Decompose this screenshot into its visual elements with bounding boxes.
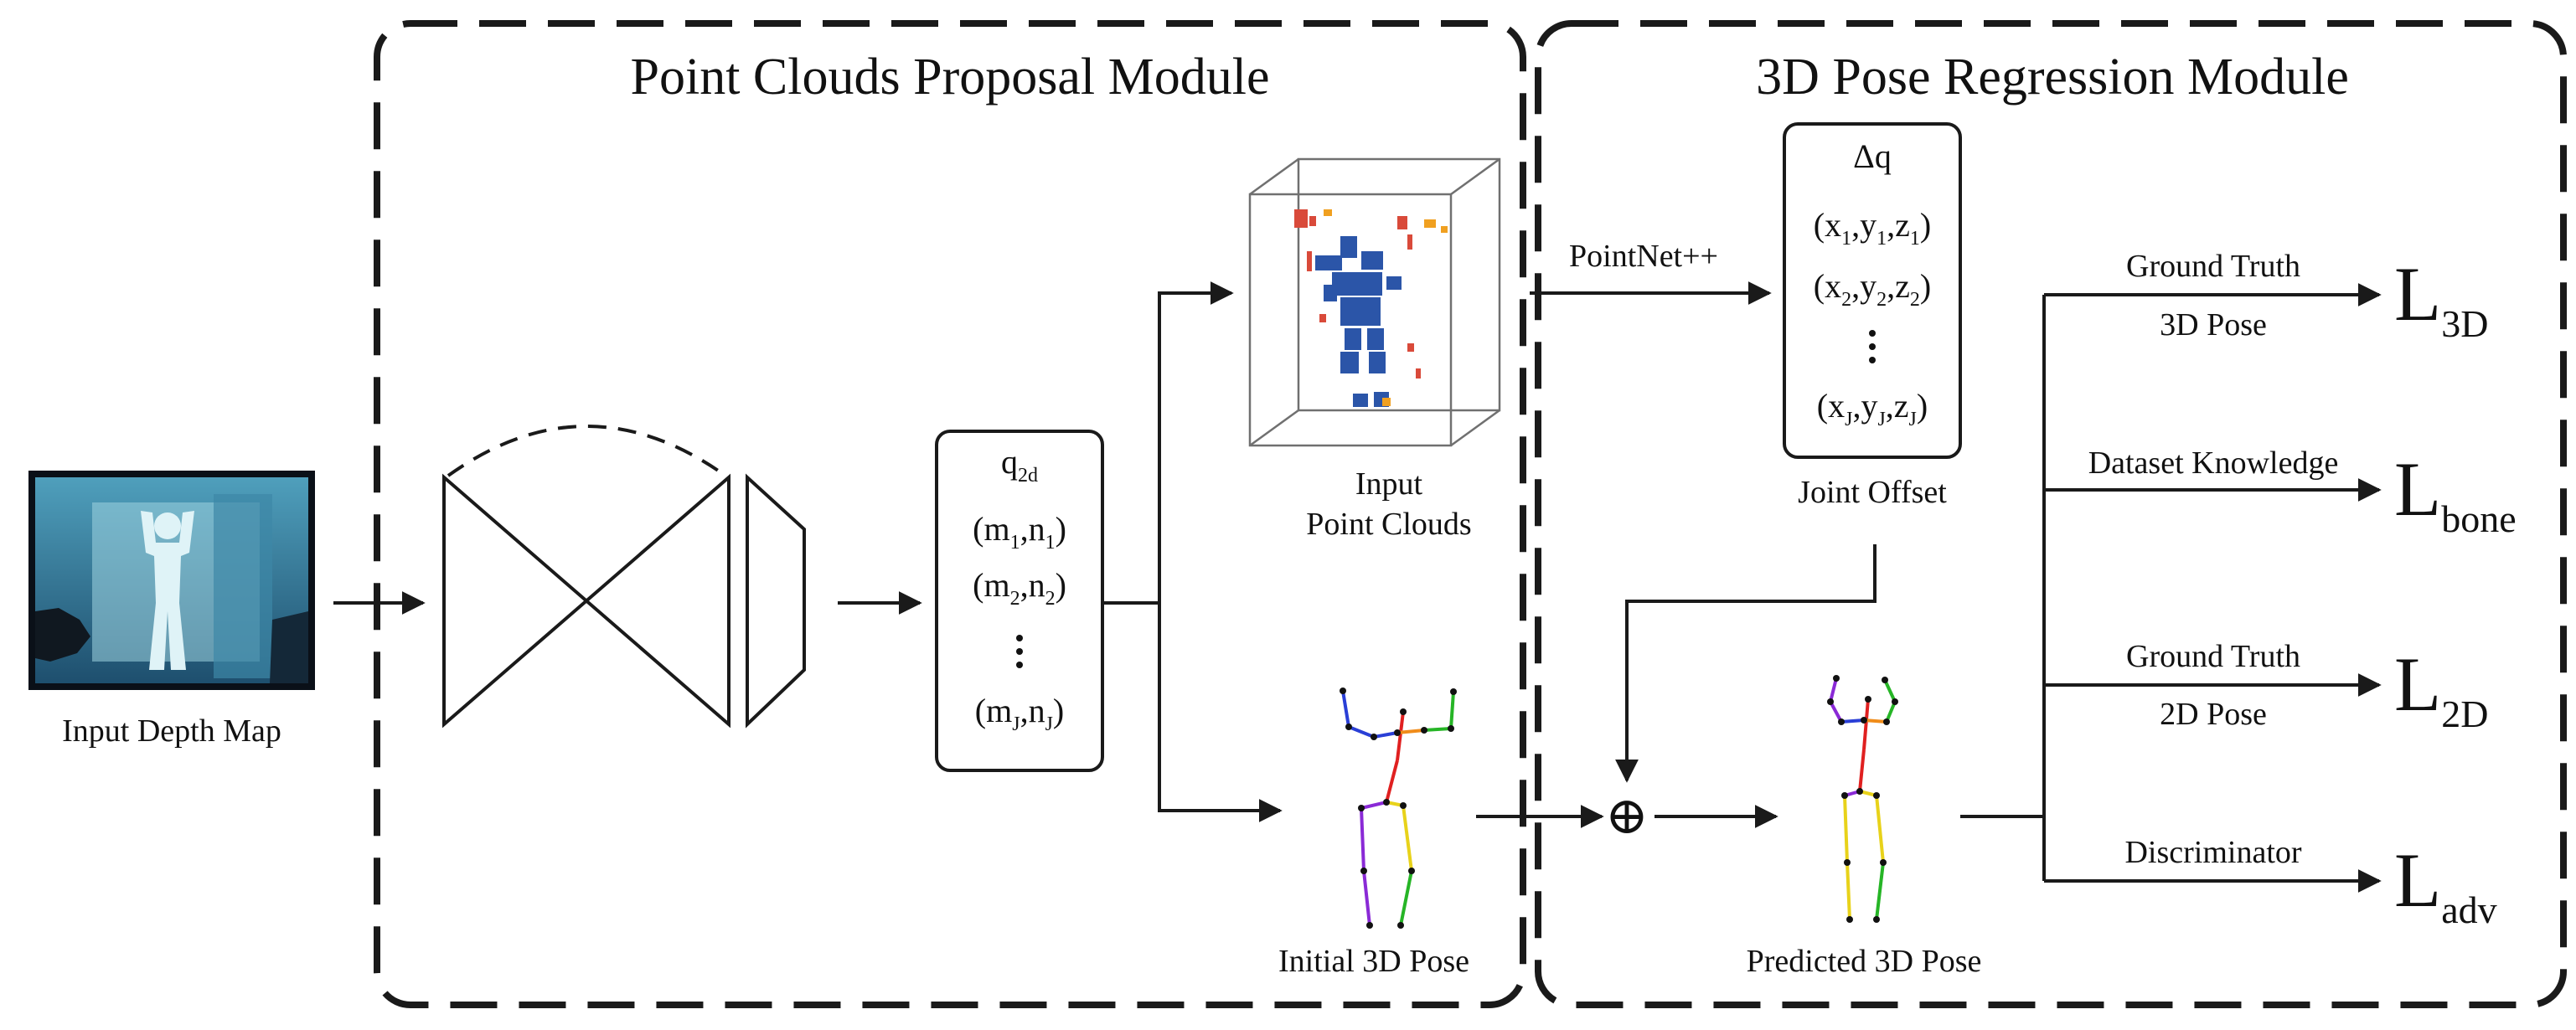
loss-3d-label-line1: Ground Truth: [2126, 249, 2300, 284]
q2d-header: q2d: [1001, 443, 1038, 487]
pointnet-label: PointNet++: [1569, 239, 1718, 274]
joint-offset-label: Joint Offset: [1798, 475, 1947, 510]
loss-bone-label: Dataset Knowledge: [2088, 445, 2339, 481]
initial-3d-pose-label: Initial 3D Pose: [1278, 944, 1469, 979]
connector-q2d-split: [1104, 281, 1234, 605]
loss-2d-symbol: L2D: [2394, 641, 2488, 735]
input-depth-map-image: [28, 471, 315, 690]
input-depth-map-label: Input Depth Map: [62, 713, 281, 749]
offset-ellipsis: [1869, 330, 1876, 363]
joint-offset-box: [1783, 122, 1962, 459]
loss-adv-label: Discriminator: [2124, 835, 2301, 870]
q2d-row-1: (m1,n1): [973, 510, 1066, 554]
predicted-3d-pose-skeleton: [1827, 675, 1898, 923]
left-module-title: Point Clouds Proposal Module: [630, 49, 1269, 106]
loss-trunk: [1960, 295, 2046, 881]
q2d-row-2: (m2,n2): [973, 566, 1066, 610]
loss-2d-label-line1: Ground Truth: [2126, 639, 2300, 674]
plus-operator: ⊕: [1605, 788, 1649, 845]
point-clouds-proposal-module-frame: [374, 20, 1526, 1008]
loss-2d-label-line2: 2D Pose: [2160, 697, 2267, 732]
initial-3d-pose-skeleton: [1340, 688, 1457, 929]
connector-q2d-to-initial-pose: [1158, 603, 1283, 822]
q2d-box: [935, 430, 1104, 772]
right-module-title: 3D Pose Regression Module: [1756, 49, 2349, 106]
input-point-clouds-image: [1248, 157, 1501, 447]
connector-offset-to-plus: [1615, 544, 1877, 783]
loss-adv-symbol: Ladv: [2394, 837, 2497, 931]
loss-3d-label-line2: 3D Pose: [2160, 307, 2267, 342]
point-clouds-label-line1: Input: [1355, 466, 1423, 502]
loss-3d-symbol: L3D: [2394, 251, 2488, 345]
pose-regression-module-frame: [1535, 20, 2567, 1008]
offset-row-j: (xJ,yJ,zJ): [1817, 387, 1928, 430]
q2d-ellipsis: [1016, 635, 1023, 668]
hourglass-network: [442, 425, 806, 729]
loss-bone-symbol: Lbone: [2394, 446, 2517, 540]
predicted-3d-pose-label: Predicted 3D Pose: [1747, 944, 1982, 979]
point-clouds-label-line2: Point Clouds: [1306, 507, 1471, 542]
joint-offset-header: Δq: [1853, 137, 1892, 175]
